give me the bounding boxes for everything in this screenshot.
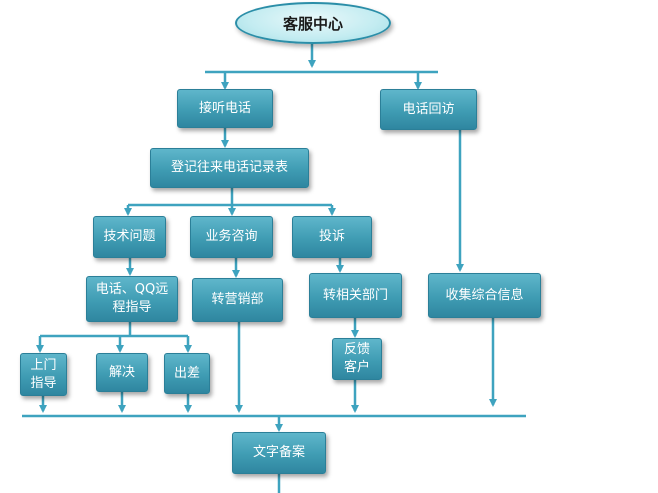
phone-qq-guide-label: 电话、QQ远 程指导 <box>95 282 169 315</box>
business-consult-node: 业务咨询 <box>190 216 273 258</box>
archive-label: 文字备案 <box>252 445 305 460</box>
collect-info-label: 收集综合信息 <box>445 287 524 303</box>
business-trip-node: 出差 <box>164 353 210 394</box>
log-calls-node: 登记往来电话记录表 <box>150 148 309 188</box>
resolve-node: 解决 <box>96 353 148 392</box>
feedback-customer-node: 反馈 客户 <box>332 338 382 380</box>
call-back-label: 电话回访 <box>402 101 455 117</box>
transfer-sales-node: 转营销部 <box>192 278 283 322</box>
resolve-label: 解决 <box>108 364 135 380</box>
feedback-customer-label: 反馈 客户 <box>343 342 370 375</box>
complaint-label: 投诉 <box>318 229 345 244</box>
transfer-dept-node: 转相关部门 <box>309 273 402 318</box>
business-consult-label: 业务咨询 <box>205 229 258 244</box>
log-calls-label: 登记往来电话记录表 <box>170 160 288 175</box>
complaint-node: 投诉 <box>292 216 372 258</box>
business-trip-label: 出差 <box>173 365 200 381</box>
call-back-node: 电话回访 <box>380 89 477 130</box>
onsite-guide-node: 上门 指导 <box>20 353 67 396</box>
answer-call-node: 接听电话 <box>177 89 273 128</box>
transfer-dept-label: 转相关部门 <box>322 287 388 303</box>
transfer-sales-label: 转营销部 <box>211 292 264 307</box>
onsite-guide-label: 上门 指导 <box>30 357 57 391</box>
collect-info-node: 收集综合信息 <box>428 273 541 318</box>
answer-call-label: 接听电话 <box>198 100 251 116</box>
root-node-label: 客服中心 <box>282 14 343 33</box>
tech-issue-label: 技术问题 <box>103 229 156 244</box>
root-node: 客服中心 <box>235 2 391 44</box>
archive-node: 文字备案 <box>232 432 326 474</box>
phone-qq-guide-node: 电话、QQ远 程指导 <box>86 276 178 322</box>
tech-issue-node: 技术问题 <box>93 216 166 258</box>
